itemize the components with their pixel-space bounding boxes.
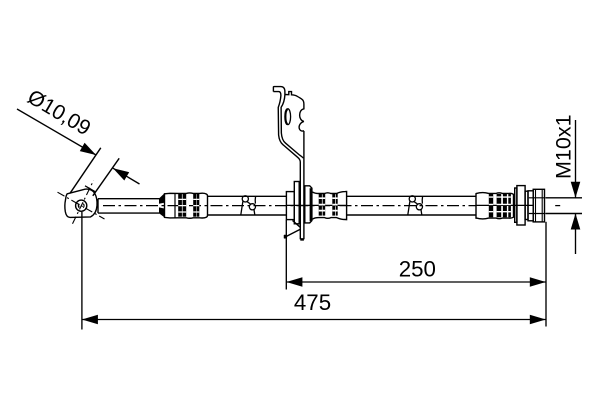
- svg-text:M10x1: M10x1: [551, 114, 575, 179]
- svg-text:475: 475: [294, 290, 331, 315]
- svg-text:250: 250: [399, 257, 436, 282]
